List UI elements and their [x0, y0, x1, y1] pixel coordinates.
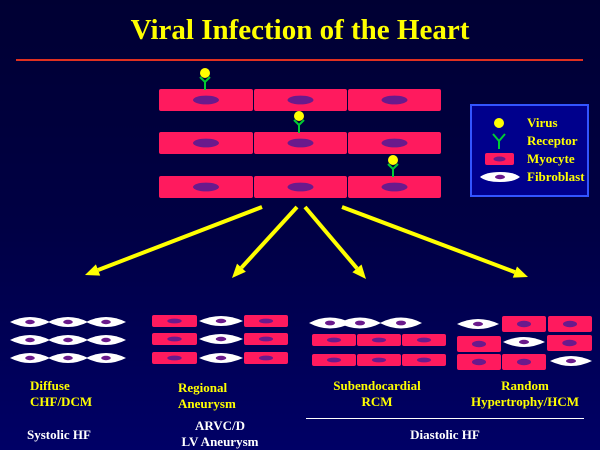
myocyte-nucleus — [381, 95, 408, 105]
fibroblast-icon — [480, 172, 520, 182]
myocyte-nucleus — [562, 320, 578, 328]
fibroblast-nucleus — [518, 339, 530, 345]
fibroblast-nucleus — [63, 355, 73, 361]
arrow-shaft — [341, 205, 516, 274]
receptor-icon — [492, 133, 506, 149]
fibroblast-nucleus — [63, 337, 73, 343]
arrow-head — [352, 264, 366, 279]
legend-row-virus: Virus — [472, 114, 587, 132]
arrow-head — [85, 264, 101, 276]
myocyte-nucleus — [258, 355, 274, 361]
diastolic-underline — [306, 418, 584, 419]
myocyte-icon — [485, 153, 514, 165]
myocyte-nucleus — [416, 357, 432, 363]
fibroblast-nucleus — [215, 355, 227, 361]
myocyte-nucleus — [471, 358, 487, 366]
myocyte-nucleus — [167, 318, 182, 324]
myocyte-nucleus — [193, 138, 219, 148]
virus-icon — [294, 111, 304, 121]
arrow-shaft — [303, 205, 359, 270]
title-underline — [16, 59, 583, 61]
virus-icon — [494, 118, 504, 128]
outcome-random-label: Random Hypertrophy/HCM — [455, 378, 595, 410]
legend-label-virus: Virus — [527, 115, 558, 130]
myocyte-nucleus — [516, 358, 532, 366]
fibroblast-nucleus — [101, 337, 111, 343]
receptor-icon — [293, 119, 305, 133]
fibroblast-nucleus — [101, 355, 111, 361]
fibroblast-nucleus — [101, 319, 111, 325]
myocyte-nucleus — [287, 138, 314, 148]
fibroblast-nucleus — [63, 319, 73, 325]
myocyte-nucleus — [471, 340, 487, 348]
legend-box: Virus Receptor Myocyte Fibroblast — [470, 104, 589, 197]
fibroblast-nucleus — [25, 355, 35, 361]
myocyte-nucleus — [167, 336, 182, 342]
legend-label-receptor: Receptor — [527, 133, 578, 148]
outcome-regional-line1: Regional — [178, 380, 228, 395]
arrow-head — [232, 263, 246, 278]
myocyte-nucleus — [371, 357, 387, 363]
arrow-shaft — [97, 205, 263, 272]
myocyte-nucleus — [381, 138, 408, 148]
outcome-diffuse-label: Diffuse CHF/DCM — [30, 378, 92, 410]
myocyte-nucleus — [326, 357, 342, 363]
legend-row-receptor: Receptor — [472, 132, 587, 150]
legend-row-fibroblast: Fibroblast — [472, 168, 587, 186]
myocyte-nucleus — [167, 355, 182, 361]
myocyte-nucleus — [193, 95, 219, 105]
fibroblast-nucleus — [324, 320, 336, 326]
fibroblast-nucleus — [354, 320, 366, 326]
myocyte-nucleus — [326, 337, 342, 343]
fibroblast-nucleus — [215, 336, 227, 342]
slide-title: Viral Infection of the Heart — [130, 14, 470, 46]
outcome-regional-line3: ARVC/D — [194, 418, 246, 433]
outcome-regional-line2: Aneurysm — [178, 396, 236, 411]
outcome-subendocardial-line1: Subendocardial — [333, 378, 421, 393]
outcome-subendocardial-label: Subendocardial RCM — [312, 378, 442, 410]
diastolic-hf-label: Diastolic HF — [410, 427, 480, 442]
fibroblast-nucleus — [565, 358, 577, 364]
fibroblast-nucleus — [215, 318, 227, 324]
outcome-regional-label: Regional Aneurysm — [178, 380, 258, 412]
outcome-random-line2: Hypertrophy/HCM — [470, 394, 580, 409]
outcome-diffuse-line1: Diffuse — [30, 378, 70, 393]
fibroblast-nucleus — [25, 319, 35, 325]
myocyte-nucleus — [562, 339, 577, 347]
outcome-diffuse-line2: CHF/DCM — [30, 394, 93, 409]
legend-label-myocyte: Myocyte — [527, 151, 575, 166]
arrow-head — [512, 266, 528, 278]
outcome-random-line1: Random — [501, 378, 549, 393]
outcome-subendocardial-line2: RCM — [361, 394, 393, 409]
virus-icon — [200, 68, 210, 78]
myocyte-nucleus — [371, 337, 387, 343]
arrow-shaft — [239, 205, 299, 270]
myocyte-nucleus — [258, 336, 274, 342]
outcome-regional-types: ARVC/D LV Aneurysm — [150, 418, 290, 450]
receptor-icon — [387, 163, 399, 177]
myocyte-nucleus — [287, 95, 314, 105]
fibroblast-nucleus — [472, 321, 484, 327]
legend-row-myocyte: Myocyte — [472, 150, 587, 168]
myocyte-nucleus — [416, 337, 432, 343]
fibroblast-nucleus — [25, 337, 35, 343]
myocyte-nucleus — [258, 318, 274, 324]
virus-icon — [388, 155, 398, 165]
myocyte-nucleus — [516, 320, 532, 328]
myocyte-nucleus — [287, 182, 314, 192]
legend-label-fibroblast: Fibroblast — [527, 169, 585, 184]
myocyte-nucleus — [193, 182, 219, 192]
systolic-hf-label: Systolic HF — [27, 427, 91, 442]
fibroblast-nucleus — [395, 320, 407, 326]
outcome-regional-line4: LV Aneurysm — [181, 434, 259, 449]
myocyte-nucleus — [381, 182, 408, 192]
receptor-icon — [199, 76, 211, 90]
